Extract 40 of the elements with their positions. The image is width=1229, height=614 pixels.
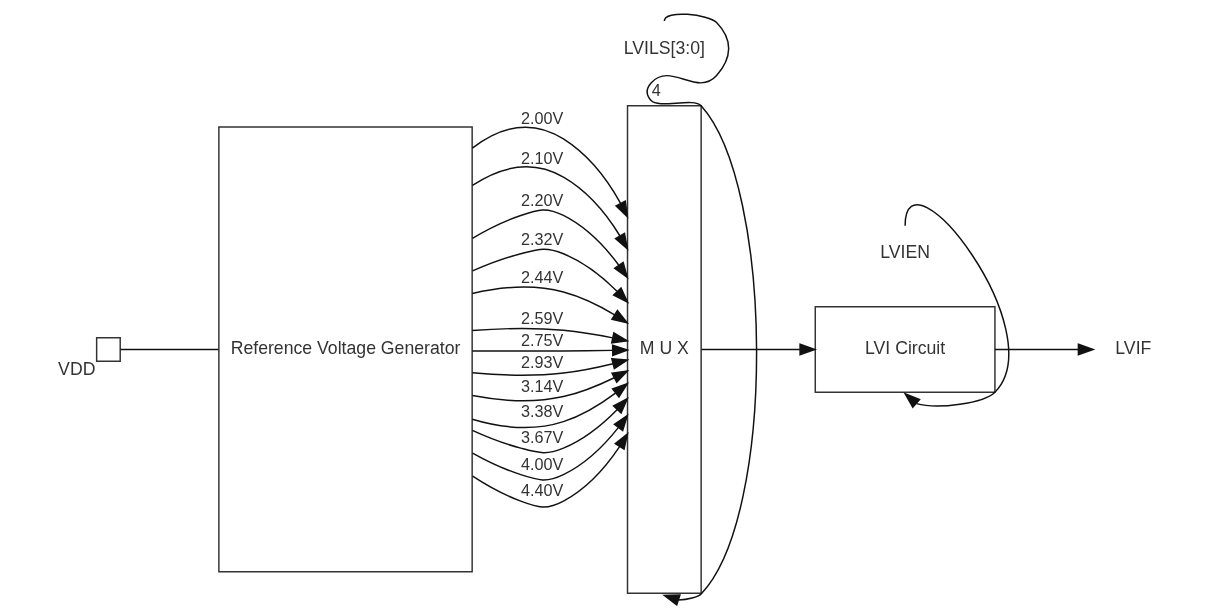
- node-text: LVIEN: [879, 242, 930, 263]
- edge-label: 2.00V: [520, 108, 563, 127]
- arrow: [471, 166, 628, 251]
- arrow: [471, 413, 629, 481]
- edge-label: 3.67V: [520, 428, 563, 447]
- edge-label: 2.10V: [520, 148, 563, 167]
- node-box: Reference Voltage Generator: [217, 126, 473, 573]
- arrow: [902, 204, 1009, 409]
- edge-label: 2.75V: [520, 331, 563, 350]
- arrow: [700, 343, 817, 356]
- node-text: LVIF: [1114, 338, 1151, 359]
- node-text: LVILS[3:0]: [623, 37, 705, 58]
- arrow: [471, 126, 628, 219]
- edge-label: 4.40V: [520, 481, 563, 500]
- node-box: M U X: [626, 105, 702, 594]
- node-box: [95, 336, 121, 362]
- edge-label: 4: [651, 80, 661, 99]
- arrow: [645, 13, 757, 606]
- arrow: [471, 344, 630, 357]
- node-box: LVI Circuit: [814, 306, 996, 393]
- edge-label: 2.20V: [520, 191, 563, 210]
- arrow: [471, 382, 629, 429]
- edge-label: 2.32V: [520, 229, 563, 248]
- arrow: [471, 209, 629, 280]
- arrow: [993, 343, 1095, 356]
- arrow: [471, 357, 629, 376]
- arrow: [471, 432, 629, 508]
- edge-label: 3.14V: [520, 376, 563, 395]
- edge-label: 3.38V: [520, 401, 563, 420]
- node-label: VDD: [57, 359, 95, 380]
- edge-label: 2.44V: [520, 267, 563, 286]
- arrow: [471, 397, 629, 454]
- edge-label: 2.93V: [520, 353, 563, 372]
- edge-label: 2.59V: [520, 309, 563, 328]
- arrow: [471, 248, 629, 304]
- arrow: [471, 286, 629, 324]
- edge-label: 4.00V: [520, 454, 563, 473]
- arrow: [471, 327, 629, 344]
- connector: [119, 348, 219, 351]
- arrow: [471, 369, 629, 402]
